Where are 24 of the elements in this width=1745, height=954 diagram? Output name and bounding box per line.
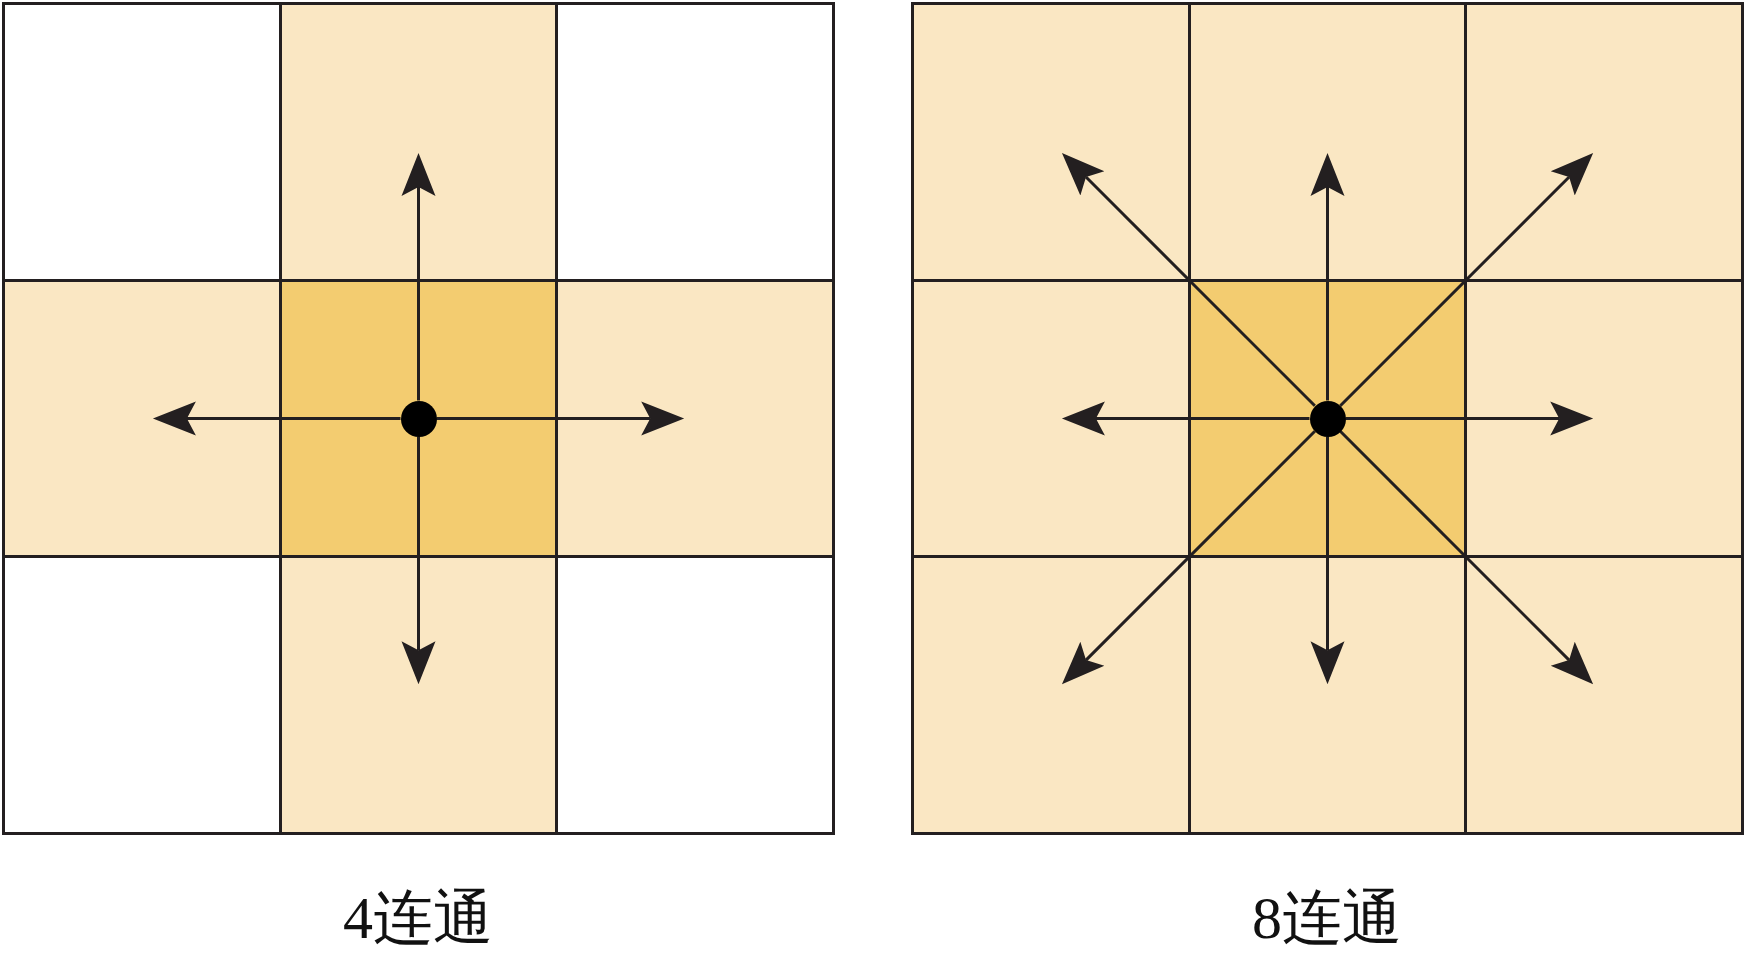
arrow	[1339, 430, 1594, 685]
arrow	[1310, 152, 1345, 401]
arrow	[1061, 430, 1316, 685]
panel-caption: 8连通	[1252, 888, 1402, 948]
arrow	[1345, 401, 1594, 436]
arrow	[1061, 401, 1310, 436]
pixel-cell	[1464, 2, 1745, 282]
panel-caption: 4连通	[343, 888, 493, 948]
pixel-cell	[2, 2, 282, 282]
arrow	[401, 152, 436, 401]
arrow	[436, 401, 685, 436]
pixel-cell	[2, 555, 282, 836]
arrow	[1339, 152, 1594, 407]
arrow	[152, 401, 401, 436]
pixel-cell	[555, 2, 836, 282]
center-dot	[400, 400, 437, 437]
pixel-cell	[911, 555, 1191, 836]
arrow	[1061, 152, 1316, 407]
center-dot	[1309, 400, 1346, 437]
arrow	[1310, 436, 1345, 685]
pixel-cell	[911, 2, 1191, 282]
pixel-cell	[1464, 555, 1745, 836]
pixel-cell	[555, 555, 836, 836]
arrow	[401, 436, 436, 685]
